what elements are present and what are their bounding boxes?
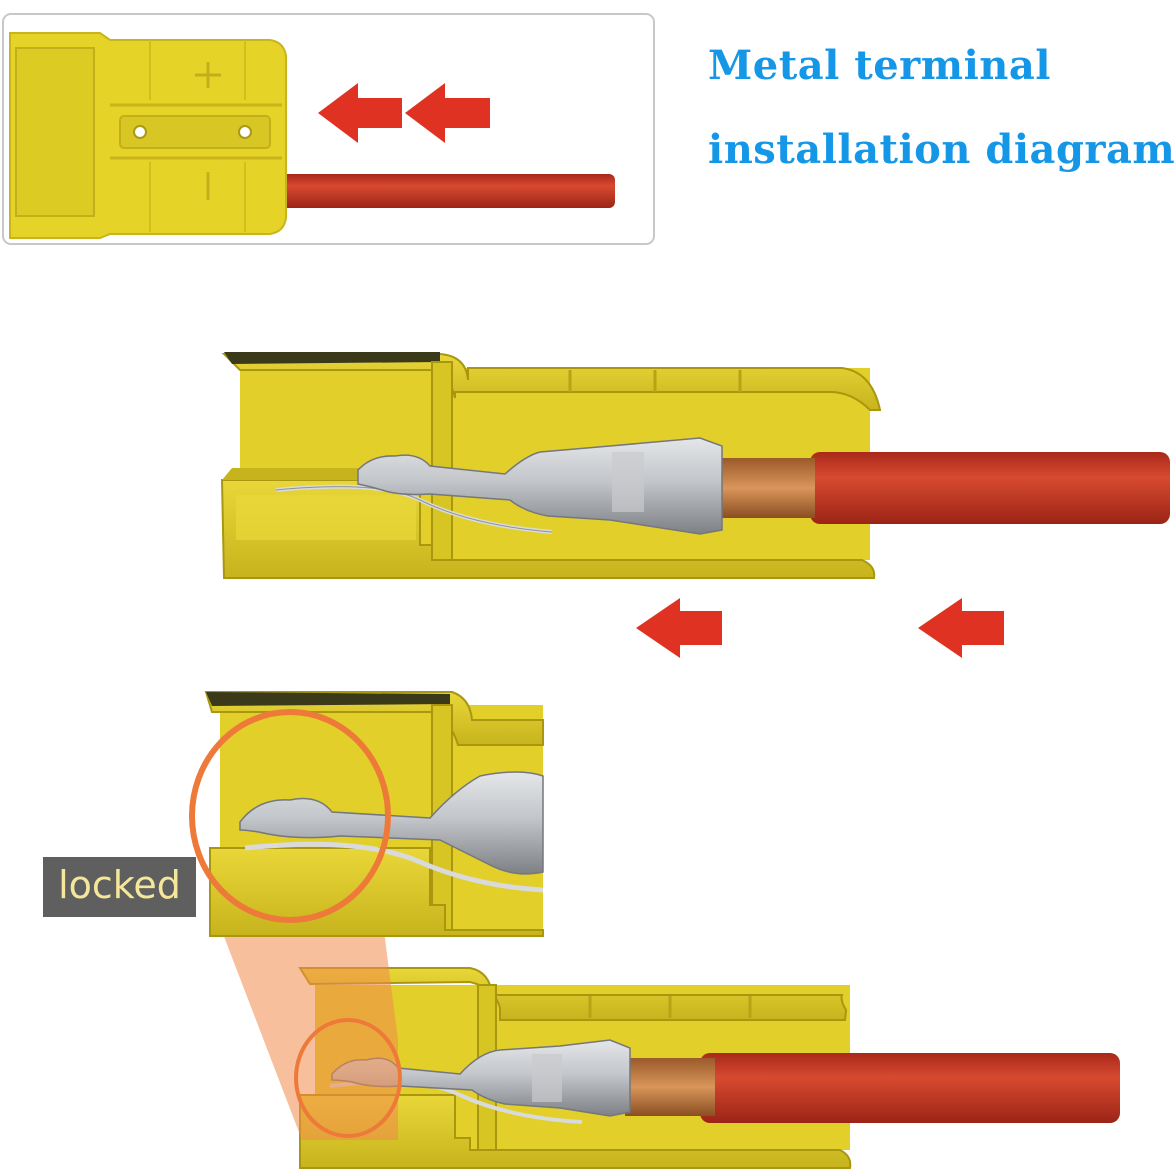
plus-sign-icon [195,62,221,88]
copper-strands-middle [715,458,815,518]
diagram-title-line-1: Metal terminal [708,42,1051,89]
cable-middle [810,452,1170,524]
locked-callout-label: locked [43,857,196,917]
latch-highlight-ring [294,1018,402,1138]
cable-bottom [700,1053,1120,1123]
mount-hole-left [133,125,147,139]
overview-cable [275,174,615,208]
left-arrow-icon [918,598,1004,658]
yellow-connector-housing [9,32,287,239]
zoom-highlight-ring [189,709,391,923]
left-arrow-icon [636,598,722,658]
zoom-connector-band [210,900,398,1140]
locked-detail-zoom [204,691,544,937]
connector-overview-panel [2,13,655,245]
mount-hole-right [238,125,252,139]
copper-strands-bottom [625,1058,715,1116]
metal-terminal-zoomed [239,771,544,875]
terminal-installed-cutaway [298,967,1120,1169]
diagram-title-line-2: installation diagram [708,126,1176,173]
left-arrow-icon [405,83,490,143]
left-arrow-icon [318,83,402,143]
connector-face [15,47,95,217]
terminal-insertion-cutaway [220,352,1170,579]
